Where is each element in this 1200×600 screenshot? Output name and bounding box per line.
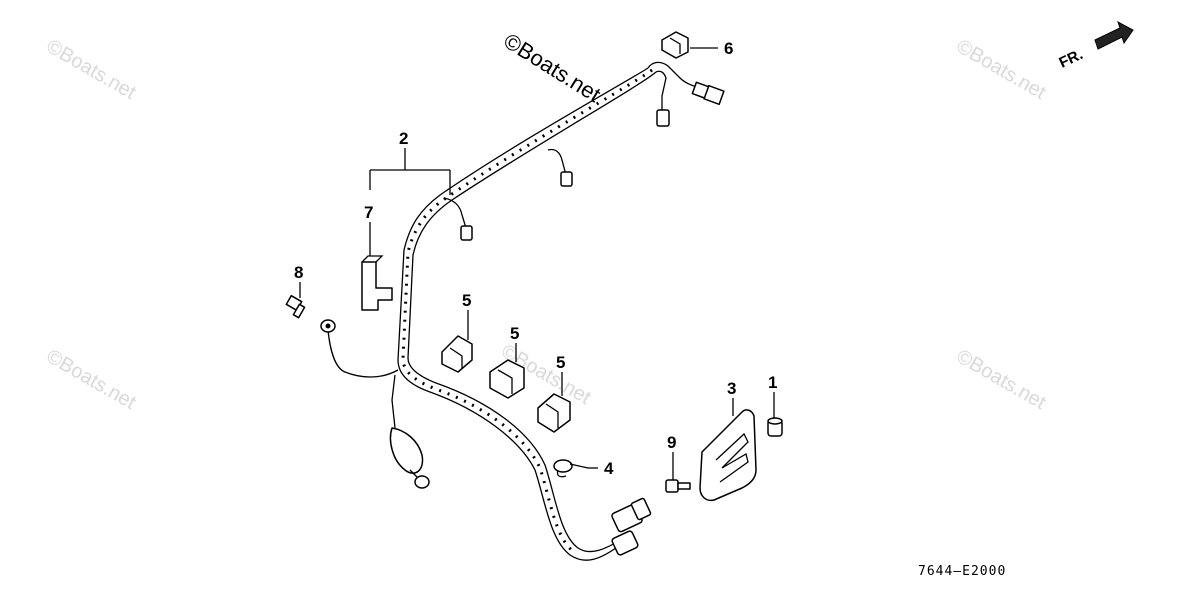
connector-top-mid <box>656 109 670 127</box>
callout-4: 4 <box>604 459 614 478</box>
terminal-boot <box>389 427 430 489</box>
part-9-bolt <box>665 479 691 493</box>
connector-mid-upper <box>560 171 573 187</box>
diagram-code: 7644–E2000 <box>918 564 1006 579</box>
wire-harness <box>327 61 701 561</box>
callout-8: 8 <box>294 263 303 282</box>
watermark-mid-left: ©Boats.net <box>43 345 140 414</box>
callout-3: 3 <box>727 379 736 398</box>
part-3-plate <box>699 409 757 502</box>
front-direction-label: FR. <box>1057 46 1086 72</box>
part-6-clamp <box>661 31 689 59</box>
part-7-bracket <box>361 255 393 311</box>
part-1-grommet <box>767 417 783 437</box>
part-5-clamp-c <box>537 393 571 433</box>
callout-2: 2 <box>399 129 408 148</box>
callout-6: 6 <box>724 39 733 58</box>
connector-bottom <box>611 497 652 556</box>
watermark-mid-right: ©Boats.net <box>953 345 1050 414</box>
ring-terminal-upper <box>320 319 336 333</box>
watermark-main: ©Boats.net <box>499 28 605 107</box>
callout-7: 7 <box>364 203 373 222</box>
callout-1: 1 <box>768 373 777 392</box>
part-4-clip <box>553 459 589 478</box>
callout-5b: 5 <box>510 324 519 343</box>
part-5-clamp-a <box>441 335 473 373</box>
leader-lines <box>299 47 775 480</box>
connector-mid-left <box>460 225 473 241</box>
callout-5c: 5 <box>556 353 565 372</box>
watermark-top-right: ©Boats.net <box>953 35 1050 104</box>
part-5-clamp-b <box>489 359 525 399</box>
callout-5a: 5 <box>462 291 471 310</box>
part-8-bolt <box>285 294 306 319</box>
connector-top-right <box>691 81 725 106</box>
watermark-top-left: ©Boats.net <box>43 35 140 104</box>
callout-9: 9 <box>667 433 676 452</box>
front-direction-arrow-icon <box>1094 20 1134 50</box>
